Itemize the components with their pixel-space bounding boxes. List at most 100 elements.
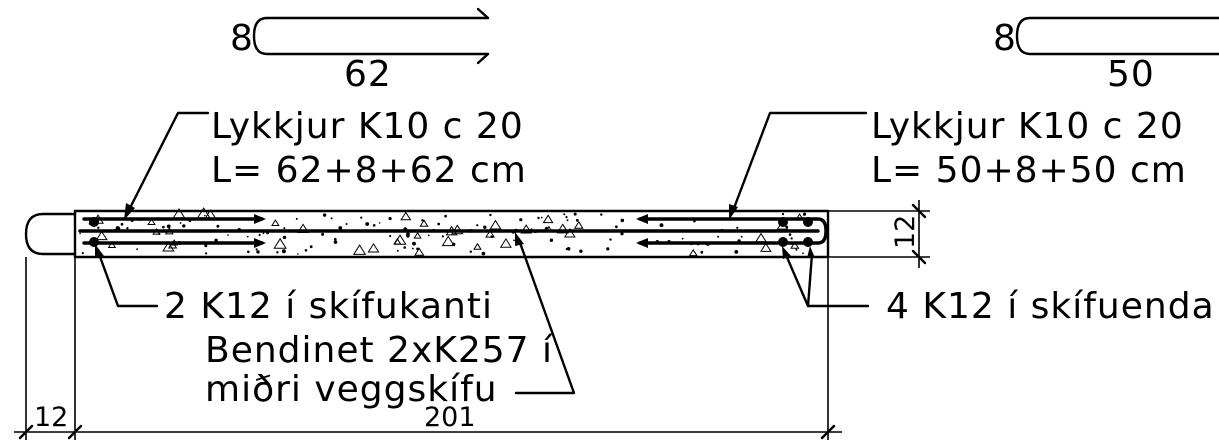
- concrete-speck: [126, 227, 129, 230]
- concrete-speck: [321, 232, 325, 236]
- leader-callout-left: [124, 111, 210, 220]
- concrete-speck: [81, 252, 84, 255]
- concrete-speck: [365, 222, 370, 226]
- concrete-speck: [473, 242, 482, 250]
- concrete-speck: [573, 220, 584, 229]
- concrete-speck: [556, 223, 570, 234]
- edge-bars-label: 2 K12 í skífukanti: [164, 286, 493, 327]
- concrete-speck: [271, 219, 280, 226]
- concrete-speck: [566, 247, 571, 251]
- concrete-speck: [196, 207, 211, 219]
- concrete-speck: [373, 224, 376, 226]
- concrete-speck: [736, 226, 739, 229]
- concrete-speck: [255, 248, 258, 251]
- concrete-speck: [273, 237, 287, 249]
- concrete-speck: [352, 244, 367, 255]
- loop-shape-right-bar: [1015, 16, 1219, 56]
- concrete-speck: [700, 250, 704, 254]
- concrete-speck: [566, 219, 569, 222]
- concrete-speck: [469, 250, 472, 253]
- concrete-speck: [388, 217, 392, 221]
- concrete-speck: [204, 214, 206, 217]
- concrete-speck: [79, 232, 81, 235]
- right-loop-bar: [638, 217, 828, 245]
- edge-bar-bottom: [89, 237, 99, 247]
- concrete-speck: [563, 213, 566, 216]
- concrete-speck: [393, 237, 402, 245]
- concrete-speck: [441, 235, 444, 238]
- concrete-speck: [179, 222, 182, 224]
- concrete-speck: [573, 212, 577, 216]
- wall-section: [24, 207, 830, 259]
- leader-edge-bars: [95, 244, 159, 308]
- callout-right-line2: L= 50+8+50 cm: [871, 150, 1187, 191]
- concrete-speck: [717, 235, 720, 238]
- loop-left-length-label: 62: [344, 54, 392, 95]
- concrete-speck: [322, 213, 327, 217]
- concrete-speck: [476, 224, 479, 227]
- concrete-speck: [182, 224, 186, 228]
- concrete-speck: [452, 242, 456, 246]
- concrete-speck: [330, 217, 333, 220]
- concrete-speck: [565, 216, 568, 219]
- concrete-speck: [542, 214, 554, 224]
- concrete-speck: [755, 232, 767, 243]
- concrete-speck: [681, 237, 684, 240]
- concrete-speck: [162, 225, 165, 229]
- concrete-speck: [246, 235, 249, 238]
- concrete-speck: [565, 248, 568, 250]
- loop-right-hook-label: 8: [993, 18, 1017, 59]
- concrete-speck: [734, 250, 739, 254]
- end-bar-1: [778, 217, 788, 227]
- concrete-speck: [227, 234, 229, 236]
- concrete-speck: [205, 252, 208, 255]
- concrete-speck: [609, 238, 612, 241]
- concrete-speck: [659, 223, 664, 228]
- leader-callout-right: [729, 111, 868, 220]
- concrete-speck: [334, 237, 337, 241]
- concrete-speck: [437, 222, 441, 226]
- concrete-speck: [419, 219, 429, 227]
- concrete-speck: [414, 247, 425, 256]
- concrete-speck: [790, 237, 793, 240]
- concrete-speck: [412, 247, 414, 250]
- concrete-speck: [309, 245, 313, 249]
- end-bar-4: [803, 237, 813, 247]
- callout-right-line1: Lykkjur K10 c 20: [871, 106, 1184, 147]
- mesh-label-line1: Bendinet 2xK257 í: [205, 330, 553, 371]
- edge-bar-top: [89, 217, 99, 227]
- concrete-speck: [162, 241, 175, 252]
- concrete-speck: [214, 238, 218, 242]
- concrete-speck: [575, 218, 579, 222]
- concrete-speck: [396, 249, 399, 252]
- concrete-speck: [281, 249, 286, 254]
- leader-end-bars: [782, 246, 870, 308]
- concrete-speck: [107, 241, 117, 248]
- loop-shape-right: 8 50: [993, 16, 1219, 95]
- callout-left-line1: Lykkjur K10 c 20: [211, 106, 524, 147]
- loop-shape-left-ends: [476, 7, 490, 65]
- concrete-speck: [120, 222, 124, 226]
- concrete-speck: [481, 251, 486, 256]
- concrete-speck: [485, 229, 495, 238]
- concrete-speck: [282, 235, 287, 240]
- protruding-loop-left: [24, 212, 77, 256]
- dim-bottom: 12 201: [14, 257, 842, 440]
- concrete-speck: [403, 246, 407, 249]
- concrete-speck: [413, 231, 422, 239]
- concrete-speck: [795, 248, 798, 251]
- concrete-speck: [378, 222, 381, 224]
- concrete-speck: [788, 233, 792, 236]
- concrete-speck: [295, 217, 298, 220]
- concrete-speck: [781, 212, 785, 216]
- concrete-speck: [304, 249, 308, 252]
- concrete-speck: [283, 227, 286, 230]
- concrete-speck: [400, 211, 412, 221]
- concrete-speck: [620, 218, 625, 223]
- concrete-speck: [258, 233, 261, 236]
- concrete-speck: [95, 230, 108, 241]
- concrete-speck: [262, 232, 265, 235]
- dim-offset-label: 12: [34, 402, 68, 433]
- loop-left-hook-label: 8: [230, 18, 254, 59]
- concrete-speck: [97, 226, 100, 229]
